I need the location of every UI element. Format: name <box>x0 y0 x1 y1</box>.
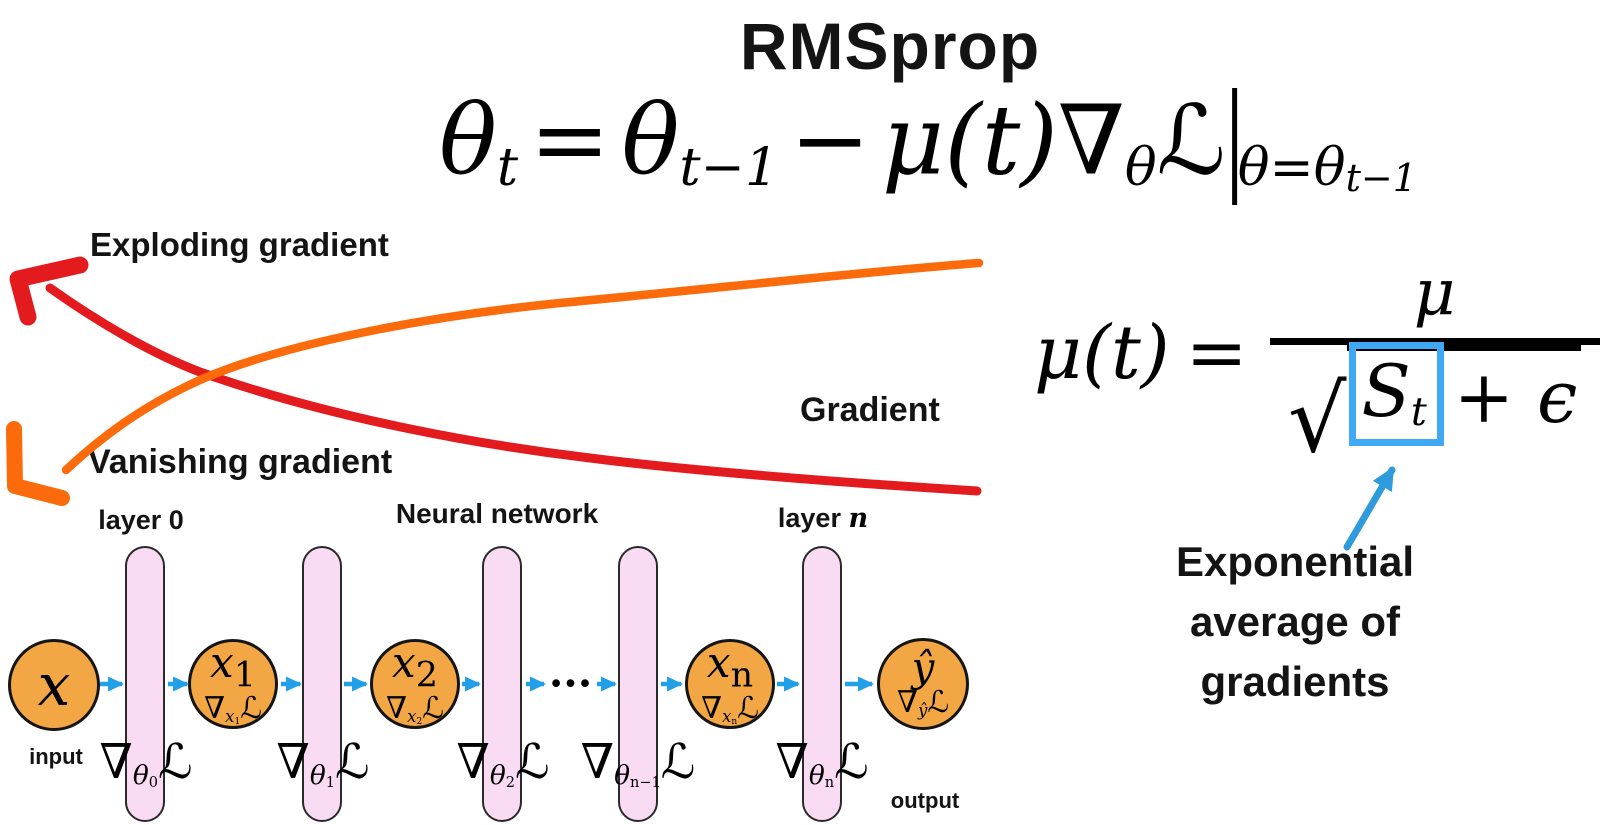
input-label: input <box>29 744 83 769</box>
denominator: √St+ ϵ <box>1288 342 1582 465</box>
plus-sign: + <box>1453 355 1515 439</box>
layer-pillar-n <box>802 546 842 822</box>
layer-pillar-1 <box>302 546 342 822</box>
gradient-label: Gradient <box>800 391 940 429</box>
theta-n-gradient-label: ∇θnℒ <box>775 734 869 791</box>
minus-sign: − <box>789 84 871 197</box>
vanishing-gradient-label: Vanishing gradient <box>88 443 393 481</box>
exponential-average-label: Exponential average of gradients <box>1175 538 1415 705</box>
vanishing-arrowhead-icon <box>6 421 70 506</box>
theta-t: θ <box>439 84 497 197</box>
mu-of-t: μ(t) <box>881 84 1058 197</box>
theta1-gradient-label: ∇θ1ℒ <box>276 734 370 791</box>
fraction: μ √St+ ϵ <box>1269 256 1600 465</box>
theta0-gradient-label: ∇θ0ℒ <box>99 734 193 791</box>
theta-n-1-gradient-label: ∇θn−1ℒ <box>580 734 696 791</box>
exploding-gradient-label: Exploding gradient <box>90 226 389 263</box>
fraction-bar <box>1269 338 1600 345</box>
evaluation-bar <box>1231 88 1237 206</box>
layer-n-label: layer n <box>777 503 869 534</box>
equals-sign: = <box>1185 309 1248 396</box>
loss-symbol: ℒ <box>1156 84 1226 197</box>
layer-pillar-2 <box>482 546 522 822</box>
theta-t-1: θ <box>621 84 680 197</box>
mu-t-lhs: μ(t) <box>1034 309 1170 396</box>
neural-network-label: Neural network <box>395 498 599 529</box>
theta2-gradient-label: ∇θ2ℒ <box>456 734 550 791</box>
s-t: S <box>1361 349 1411 433</box>
output-label: output <box>890 788 960 813</box>
epsilon-symbol: ϵ <box>1536 355 1578 439</box>
x2-node: x2 ∇x2ℒ <box>370 639 460 729</box>
layer-pillar-n-1 <box>618 546 658 822</box>
xn-node: xn ∇xnℒ <box>685 639 775 729</box>
input-node: x <box>8 639 100 731</box>
equals-sign: = <box>529 84 611 197</box>
vanishing-gradient-curve <box>61 258 984 475</box>
radicand: St+ ϵ <box>1346 342 1582 449</box>
ellipsis-dots: ••• <box>551 668 595 698</box>
st-highlight-box: St <box>1348 342 1444 446</box>
numerator-mu: μ <box>1413 256 1456 330</box>
learning-rate-equation: μ(t) = μ √St+ ϵ <box>1034 256 1600 465</box>
layer-0-label: layer 0 <box>98 505 184 535</box>
layer-pillar-0 <box>125 546 165 822</box>
output-node: ŷ ∇ŷℒ <box>877 638 969 730</box>
evaluation-condition: θ=θt−1 <box>1237 137 1417 200</box>
exploding-arrowhead-icon <box>9 256 89 326</box>
x1-node: x1 ∇x1ℒ <box>188 639 278 729</box>
sqrt-symbol: √ <box>1287 365 1347 473</box>
nabla-symbol: ∇ <box>1057 84 1125 197</box>
page-title: RMSprop <box>739 9 1041 83</box>
